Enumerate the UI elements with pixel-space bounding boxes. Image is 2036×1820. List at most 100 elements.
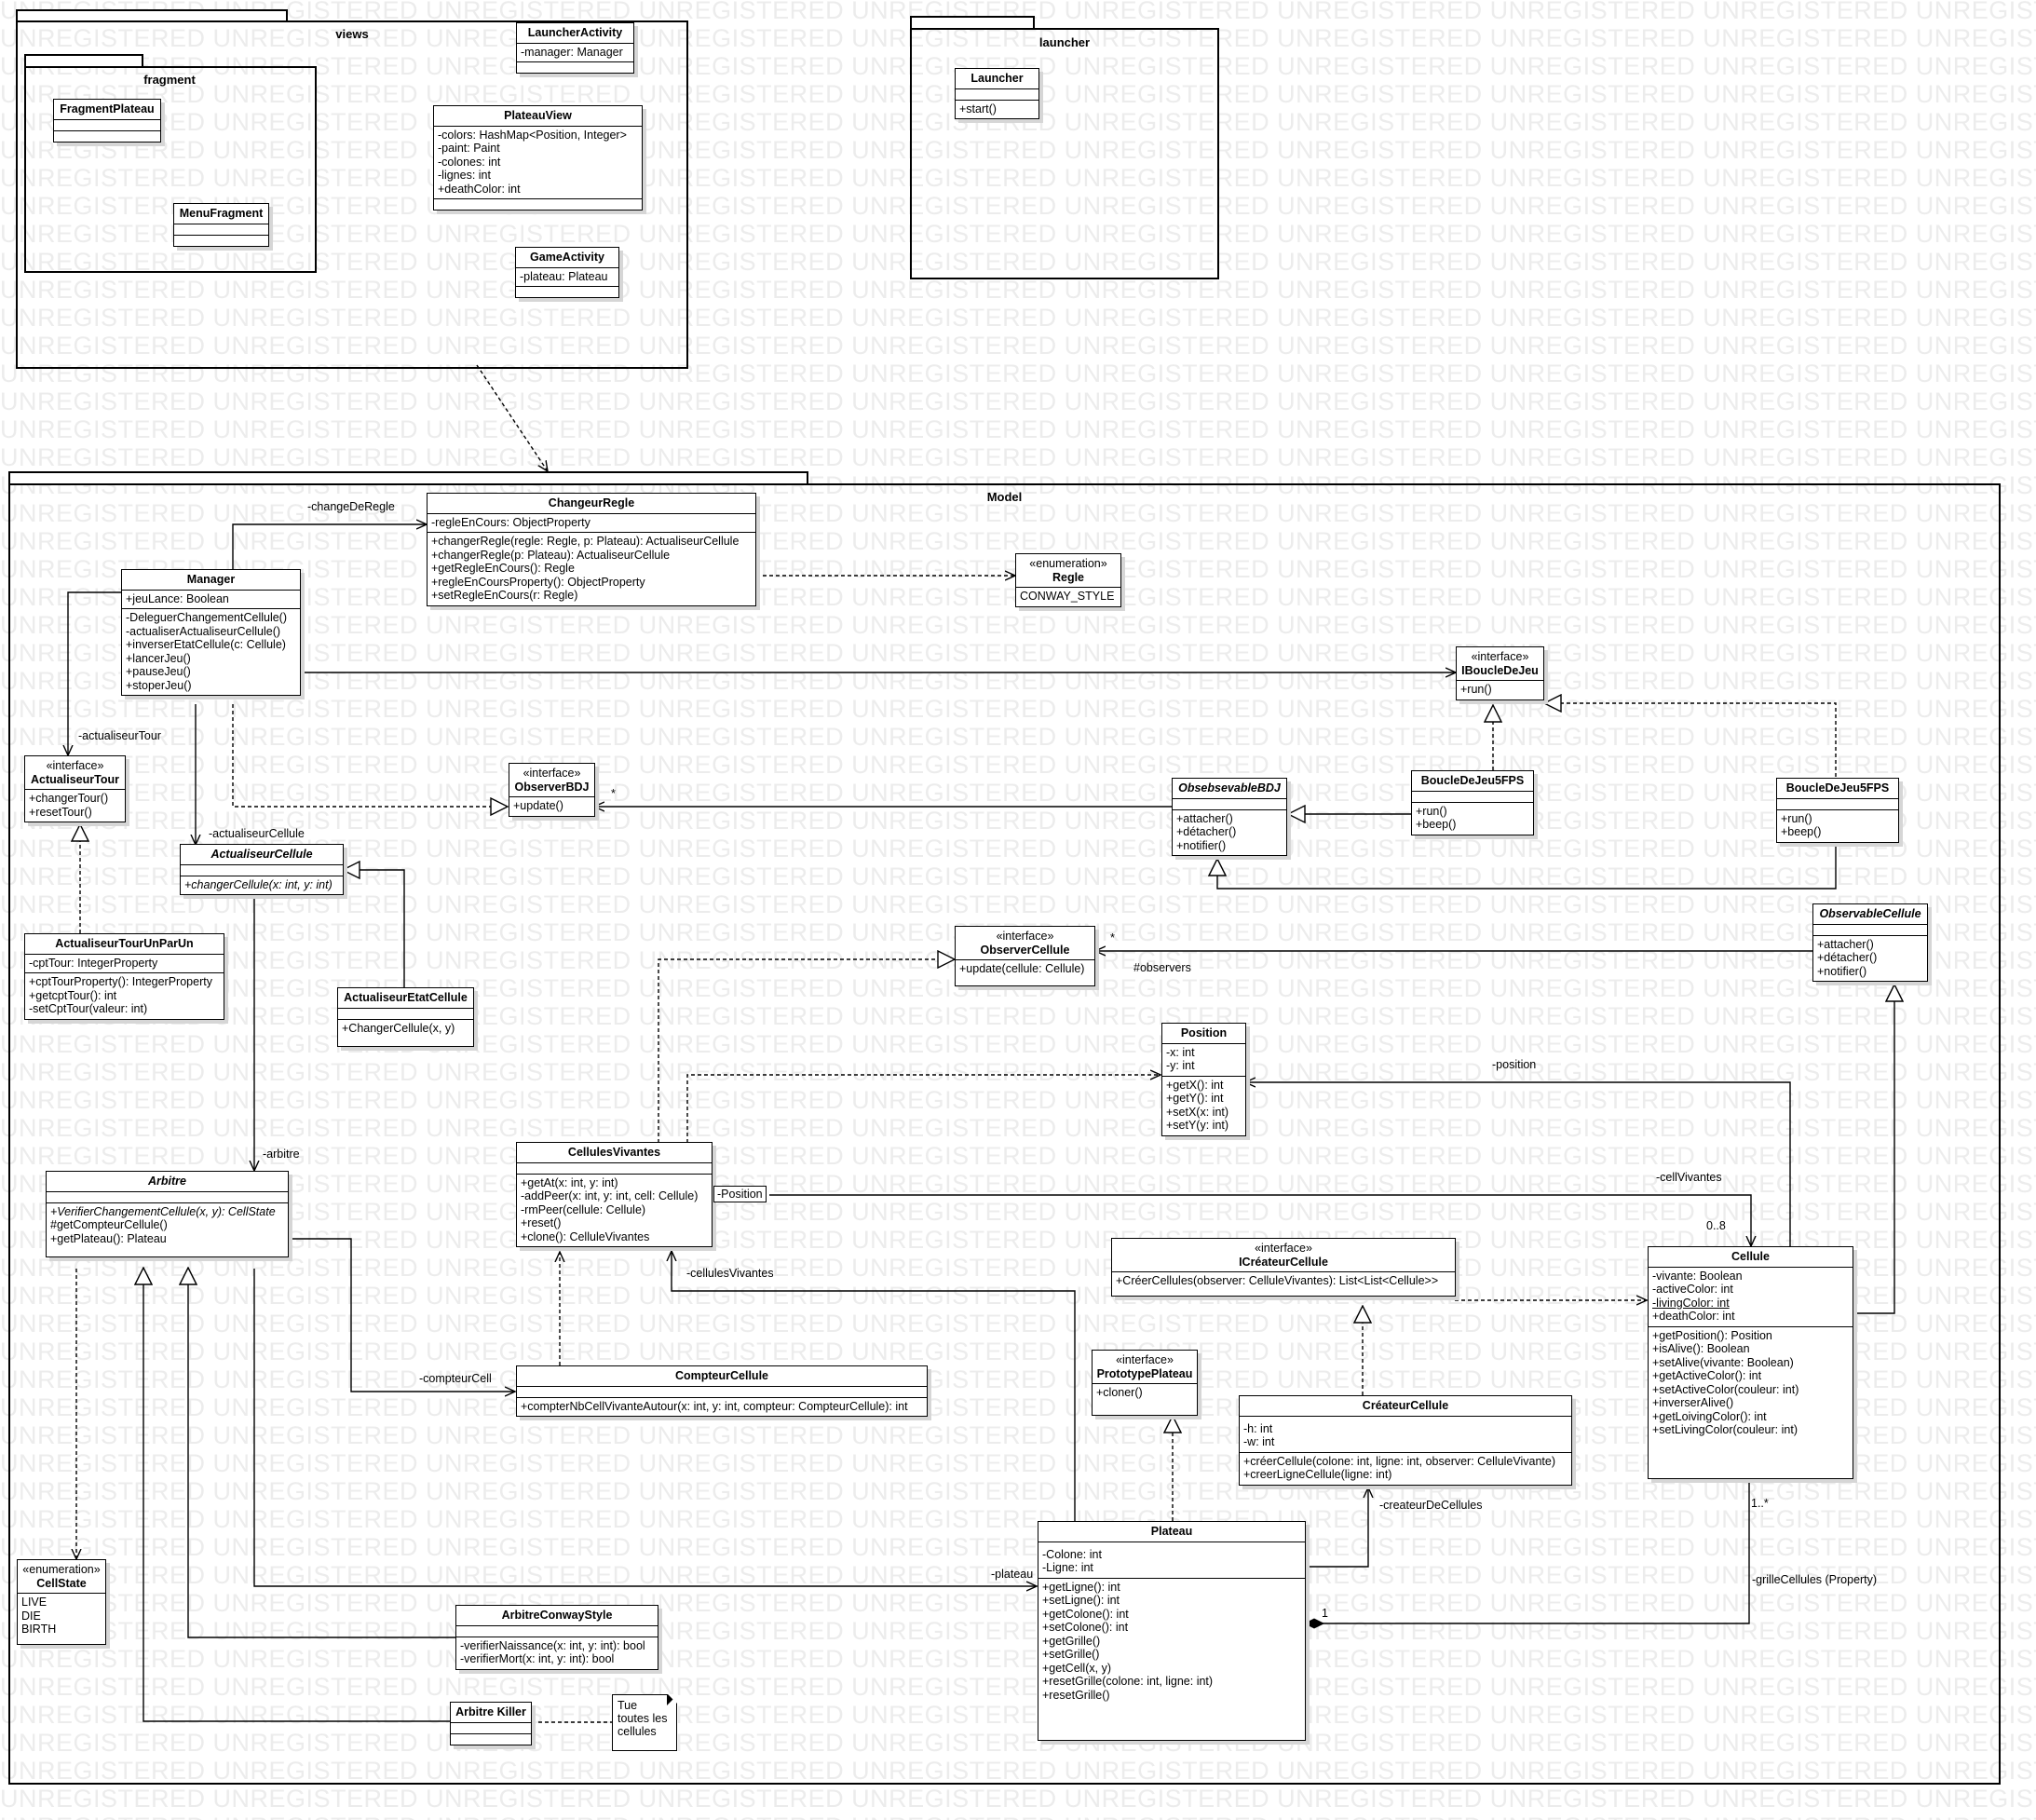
- class-actualiseur-tour-unparun[interactable]: ActualiseurTourUnParUn -cptTour: Integer…: [24, 933, 224, 1020]
- method: +creerLigneCellule(ligne: int): [1243, 1468, 1392, 1481]
- attribute: -colors: HashMap<Position, Integer>: [438, 128, 627, 142]
- class-position[interactable]: Position -x: int -y: int +getX(): int +g…: [1161, 1023, 1246, 1136]
- edge-boucleb-iboucle: [1544, 703, 1837, 777]
- label-position: -position: [1492, 1058, 1537, 1071]
- label-actualiseur-tour: -actualiseurTour: [78, 729, 161, 742]
- method: -actualiserActualiseurCellule(): [126, 624, 281, 638]
- class-observable-cellule[interactable]: ObservableCellule +attacher() +détacher(…: [1812, 903, 1928, 982]
- stereotype: «interface»: [523, 767, 581, 780]
- attribute: -activeColor: int: [1652, 1283, 1733, 1296]
- class-boucle-de-jeu-5fps-b[interactable]: BoucleDeJeu5FPS +run() +beep(): [1776, 778, 1899, 843]
- class-name: ActualiseurEtatCellule: [344, 991, 468, 1004]
- attribute: -vivante: Boolean: [1652, 1269, 1743, 1283]
- class-name: ObserverCellule: [980, 943, 1070, 957]
- edge-cellule-position: [1245, 1082, 1791, 1246]
- edge-plateau-createur: [1305, 1487, 1368, 1568]
- class-name: ICréateurCellule: [1239, 1255, 1328, 1269]
- method: +stoperJeu(): [126, 678, 192, 692]
- class-actualiseur-cellule[interactable]: ActualiseurCellule +changerCellule(x: in…: [180, 844, 344, 895]
- stereotype: «enumeration»: [1029, 557, 1107, 570]
- package-fragment-name: fragment: [143, 73, 196, 87]
- method: +getGrille(): [1042, 1634, 1101, 1648]
- label-cellules-vivantes: -cellulesVivantes: [686, 1267, 774, 1280]
- label-multiplicity-1-star: 1..*: [1751, 1497, 1769, 1510]
- class-boucle-de-jeu-5fps-a[interactable]: BoucleDeJeu5FPS +run() +beep(): [1411, 770, 1534, 835]
- class-fragment-plateau[interactable]: FragmentPlateau: [53, 99, 161, 143]
- class-name: LauncherActivity: [527, 26, 623, 39]
- class-name: ObserverBDJ: [514, 780, 590, 794]
- method: +run(): [1781, 811, 1812, 825]
- method: +getY(): int: [1166, 1092, 1224, 1105]
- class-name: FragmentPlateau: [60, 102, 155, 115]
- class-game-activity[interactable]: GameActivity -plateau: Plateau: [515, 247, 619, 298]
- class-name: Cellule: [1731, 1250, 1770, 1263]
- class-actualiseur-etat-cellule[interactable]: ActualiseurEtatCellule +ChangerCellule(x…: [337, 987, 474, 1047]
- method: -setCptTour(valeur: int): [29, 1002, 148, 1015]
- class-name: ObservableCellule: [1819, 907, 1921, 920]
- method: -verifierNaissance(x: int, y: int): bool: [460, 1638, 645, 1652]
- class-name: ActualiseurTourUnParUn: [55, 937, 194, 950]
- class-launcher-activity[interactable]: LauncherActivity -manager: Manager: [516, 22, 634, 74]
- class-plateau-view[interactable]: PlateauView -colors: HashMap<Position, I…: [433, 105, 643, 211]
- stereotype: «enumeration»: [22, 1563, 101, 1576]
- class-name: Regle: [1052, 570, 1085, 584]
- class-compteur-cellule[interactable]: CompteurCellule +compterNbCellVivanteAut…: [516, 1365, 928, 1417]
- method: +resetGrille(colone: int, ligne: int): [1042, 1675, 1214, 1688]
- class-cellstate[interactable]: «enumeration»CellState LIVE DIE BIRTH: [17, 1559, 106, 1645]
- class-cellule[interactable]: Cellule -vivante: Boolean -activeColor: …: [1648, 1246, 1853, 1479]
- class-regle[interactable]: «enumeration»Regle CONWAY_STYLE: [1015, 553, 1121, 607]
- method: +pauseJeu(): [126, 665, 191, 678]
- attribute: -cptTour: IntegerProperty: [29, 956, 158, 970]
- class-prototype-plateau[interactable]: «interface»PrototypePlateau +cloner(): [1092, 1350, 1198, 1416]
- attribute: +deathColor: int: [438, 182, 521, 196]
- method: +attacher(): [1817, 937, 1874, 951]
- class-actualiseur-tour[interactable]: «interface»ActualiseurTour +changerTour(…: [24, 755, 126, 822]
- class-name: ChangeurRegle: [548, 496, 635, 509]
- class-icreateur-cellule[interactable]: «interface»ICréateurCellule +CréerCellul…: [1111, 1238, 1456, 1297]
- edge-views-model: [476, 364, 548, 471]
- method: +start(): [959, 102, 997, 115]
- class-changeur-regle[interactable]: ChangeurRegle -regleEnCours: ObjectPrope…: [427, 493, 756, 606]
- class-name: Manager: [186, 573, 236, 586]
- class-name: Plateau: [1150, 1525, 1193, 1538]
- method: +lancerJeu(): [126, 651, 191, 665]
- class-cellules-vivantes[interactable]: CellulesVivantes +getAt(x: int, y: int) …: [516, 1142, 713, 1247]
- edge-arbitre-compteur: [289, 1238, 515, 1392]
- method: +changerRegle(p: Plateau): ActualiseurCe…: [431, 548, 671, 562]
- method: +getColone(): int: [1042, 1607, 1129, 1621]
- class-observer-bdj[interactable]: «interface»ObserverBDJ +update(): [509, 763, 595, 817]
- class-arbitre[interactable]: Arbitre +VerifierChangementCellule(x, y)…: [46, 1171, 289, 1257]
- class-name: Arbitre Killer: [455, 1705, 526, 1718]
- class-launcher[interactable]: Launcher +start(): [955, 68, 1039, 119]
- note-line: toutes les: [618, 1712, 668, 1725]
- class-createur-cellule[interactable]: CréateurCellule -h: int -w: int +créerCe…: [1239, 1395, 1572, 1486]
- attribute: -w: int: [1243, 1435, 1275, 1448]
- attribute: +deathColor: int: [1652, 1310, 1735, 1323]
- edge-cv-observercellule: [658, 959, 955, 1143]
- stereotype: «interface»: [1471, 650, 1529, 663]
- class-obsebsevable-bdj[interactable]: ObsebsevableBDJ +attacher() +détacher() …: [1172, 778, 1287, 856]
- class-manager[interactable]: Manager +jeuLance: Boolean -DeleguerChan…: [121, 569, 301, 696]
- label-grille-cellules: -grilleCellules (Property): [1752, 1573, 1878, 1586]
- method: +setRegleEnCours(r: Regle): [431, 589, 578, 602]
- class-name: BoucleDeJeu5FPS: [1785, 781, 1890, 795]
- method: +compterNbCellVivanteAutour(x: int, y: i…: [521, 1399, 908, 1413]
- method: +cptTourProperty(): IntegerProperty: [29, 975, 212, 988]
- method: #getCompteurCellule(): [50, 1218, 168, 1231]
- method: +setGrille(): [1042, 1648, 1100, 1661]
- edge-cellule-plateau: [1305, 1479, 1750, 1623]
- class-plateau[interactable]: Plateau -Colone: int -Ligne: int +getLig…: [1038, 1521, 1306, 1741]
- method: +update(cellule: Cellule): [959, 962, 1085, 975]
- attribute: -h: int: [1243, 1421, 1273, 1435]
- class-arbitre-killer[interactable]: Arbitre Killer: [450, 1702, 532, 1745]
- method: +getPosition(): Position: [1652, 1328, 1772, 1342]
- method: +inverserAlive(): [1652, 1396, 1734, 1409]
- position-role-label: -Position: [713, 1186, 767, 1202]
- class-observer-cellule[interactable]: «interface»ObserverCellule +update(cellu…: [955, 926, 1095, 986]
- class-iboucle-de-jeu[interactable]: «interface»IBoucleDeJeu +run(): [1456, 646, 1544, 700]
- class-name: IBoucleDeJeu: [1461, 663, 1539, 677]
- method: +reset(): [521, 1216, 562, 1229]
- class-menu-fragment[interactable]: MenuFragment: [173, 203, 269, 247]
- class-arbitre-conway-style[interactable]: ArbitreConwayStyle -verifierNaissance(x:…: [455, 1605, 658, 1670]
